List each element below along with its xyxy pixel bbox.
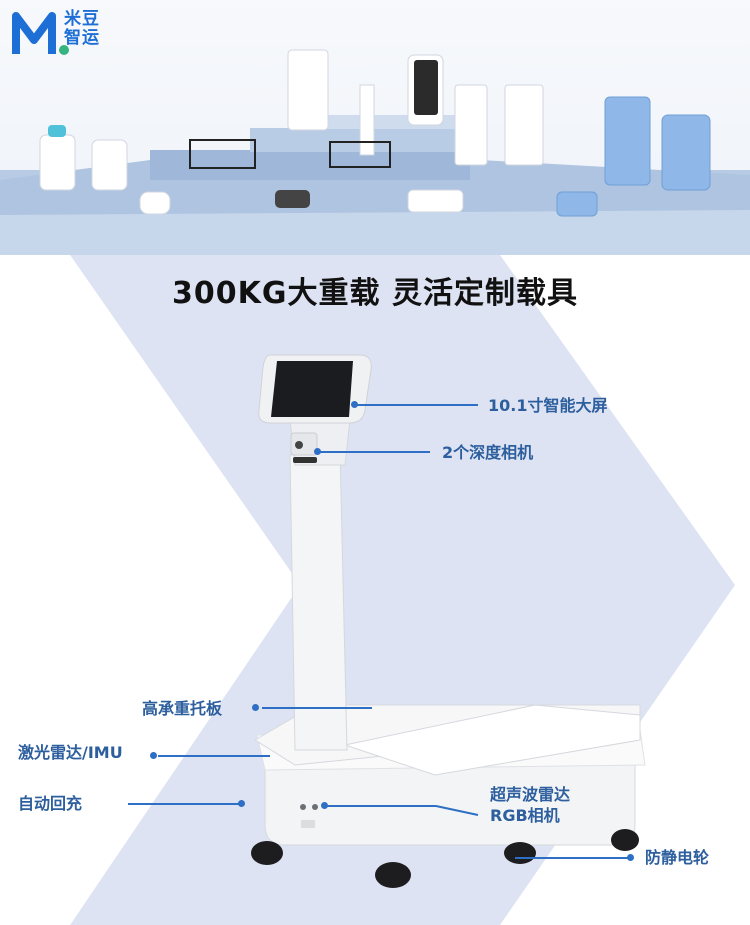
- callout-dot-screen: [351, 401, 358, 408]
- brand-name-line2: 智运: [64, 28, 100, 48]
- brand-name: 米豆 智运: [64, 10, 100, 48]
- callout-dot-depth-camera: [314, 448, 321, 455]
- callout-recharge: 自动回充: [18, 794, 83, 813]
- callout-dot-recharge: [238, 800, 245, 807]
- callout-lidar: 激光雷达/IMU: [18, 743, 123, 762]
- callout-depth-camera: 2个深度相机: [442, 443, 534, 462]
- callout-wheel: 防静电轮: [645, 848, 710, 867]
- callout-ultrasonic: 超声波雷达: [490, 785, 571, 804]
- brand-name-line1: 米豆: [64, 9, 100, 29]
- product-lineup-illustration: [0, 49, 750, 255]
- callout-dot-tray: [252, 704, 259, 711]
- callout-dot-wheel: [627, 854, 634, 861]
- callout-rgb: RGB相机: [490, 806, 560, 825]
- robot-illustration: [251, 354, 646, 888]
- product-lineup-banner: 米豆 智运: [0, 0, 750, 255]
- page-title: 300KG大重载 灵活定制载具: [172, 276, 578, 311]
- callout-tray: 高承重托板: [142, 699, 223, 718]
- callout-dot-lidar: [150, 752, 157, 759]
- callout-screen: 10.1寸智能大屏: [488, 396, 608, 415]
- brand-logo-icon: [12, 12, 69, 55]
- callout-dot-rgb: [321, 802, 328, 809]
